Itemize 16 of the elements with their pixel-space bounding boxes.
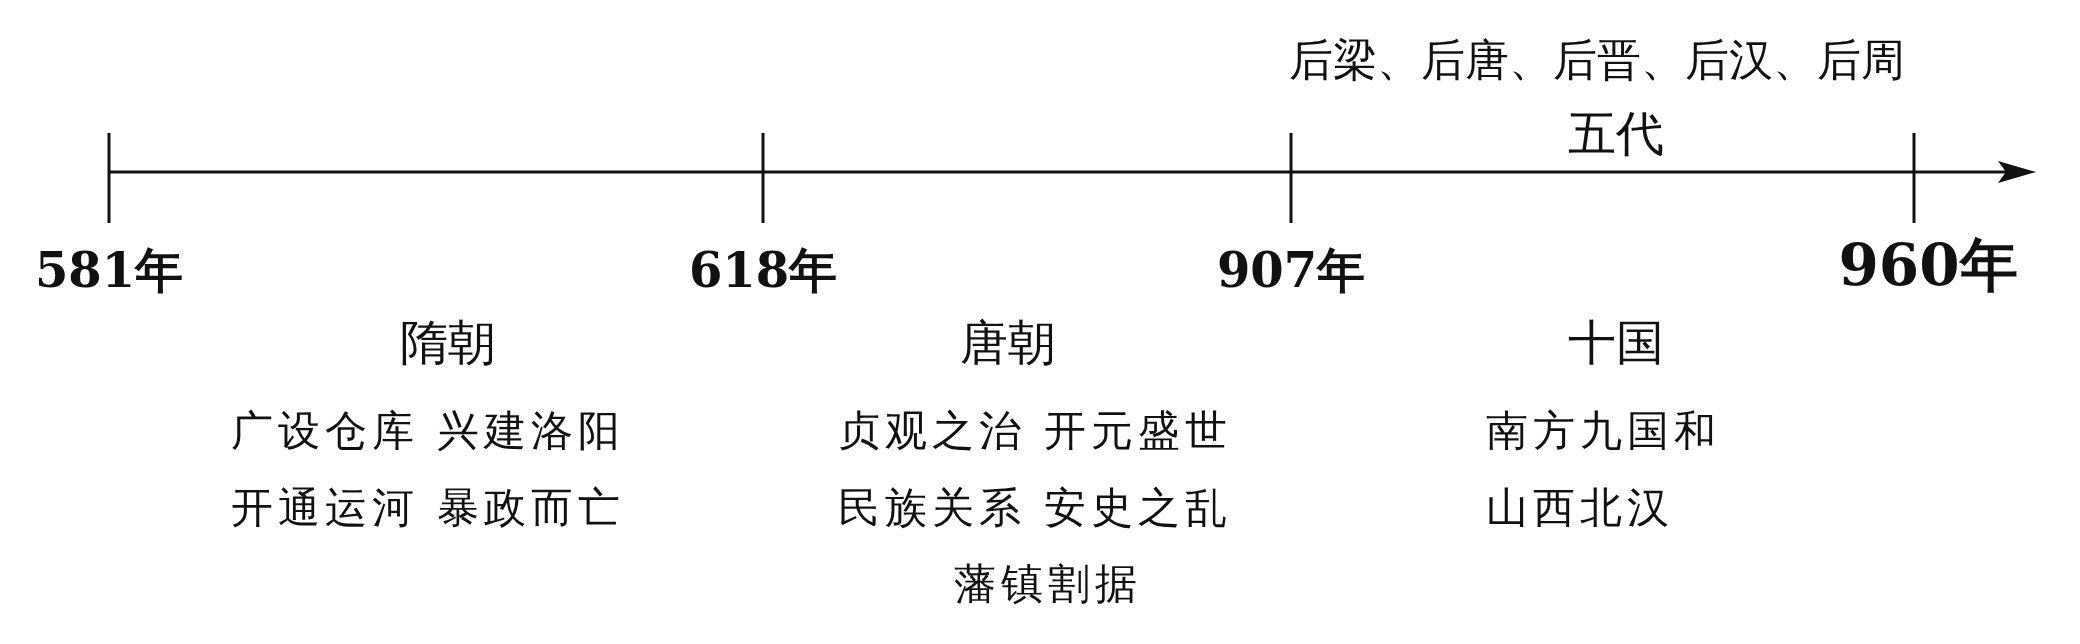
event-text: 广设仓库 兴建洛阳 bbox=[230, 407, 626, 455]
dynasty-name: 隋朝 bbox=[400, 315, 496, 369]
year-label: 907年 bbox=[1216, 243, 1366, 297]
period-name: 十国 bbox=[1568, 315, 1664, 369]
dynasty-name: 唐朝 bbox=[960, 315, 1056, 369]
event-text: 贞观之治 开元盛世 bbox=[837, 407, 1233, 455]
period-name: 五代 bbox=[1568, 106, 1664, 160]
event-text: 开通运河 暴政而亡 bbox=[230, 484, 626, 532]
period-note: 后梁、后唐、后晋、后汉、后周 bbox=[1289, 35, 1905, 85]
event-text: 民族关系 安史之乱 bbox=[837, 484, 1233, 532]
year-label: 960年 bbox=[1838, 234, 2018, 298]
year-label: 618年 bbox=[688, 243, 838, 297]
event-text: 南方九国和 bbox=[1486, 407, 1722, 455]
event-text: 藩镇割据 bbox=[953, 560, 1143, 608]
event-text: 山西北汉 bbox=[1486, 484, 1675, 532]
year-label: 581年 bbox=[34, 243, 184, 297]
